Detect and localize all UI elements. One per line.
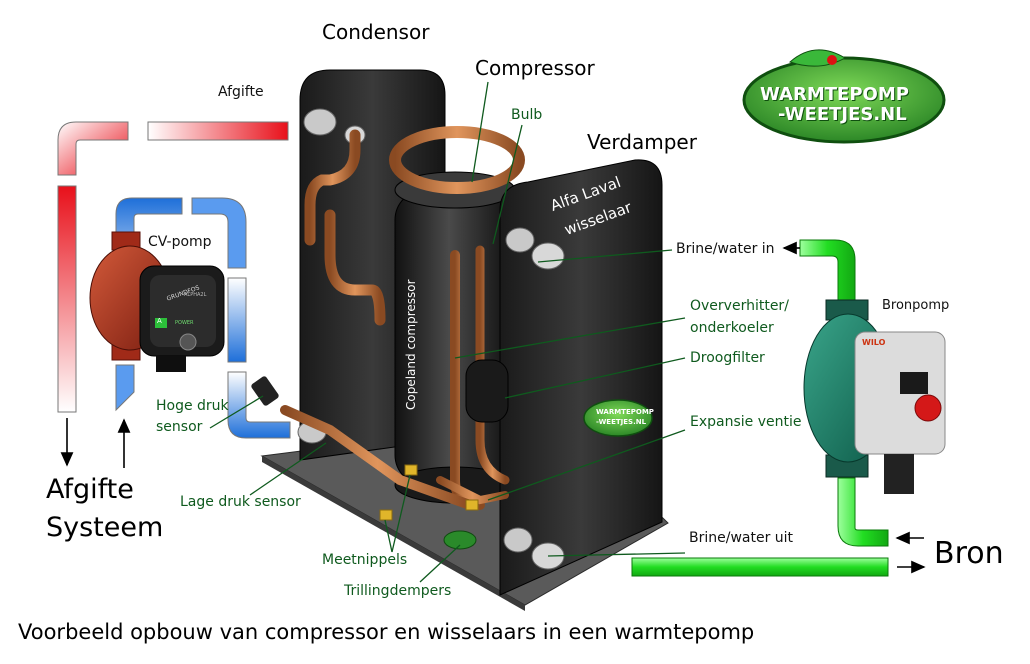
verdamper-unit [499,159,663,596]
bron-pump [803,299,946,494]
leader-lines [209,81,686,583]
brine-pipe-down [837,477,889,547]
verdamper-port-top-right [531,242,565,270]
leader-brine-in [537,249,673,263]
bron-pump-knob-icon [914,394,942,422]
small-logo-text-line1: WARMTEPOMP [596,408,654,416]
warmtepomp-weetjes-logo [742,49,946,144]
cold-pipe-bottom [227,371,291,439]
verdamper-port-bottom-left [503,527,533,553]
label-hoge-druk-1: Hoge druk [156,398,229,414]
brine-out-pipe [631,557,889,577]
cold-pipe-top-right [191,197,247,269]
label-bron: Bron [934,536,1004,571]
hot-pipe-down [57,185,77,413]
label-brine-in: Brine/water in [676,241,775,257]
hoge-druk-sensor-body [251,376,279,406]
small-logo-text-line2: -WEETJES.NL [596,418,647,426]
cold-pipe-return [115,364,135,412]
bron-pump-display [900,372,928,394]
label-trillingdempers: Trillingdempers [344,583,452,599]
label-hoge-druk-2: sensor [156,419,203,435]
trillingdemper [443,530,477,550]
cv-pump-button-icon [179,333,197,351]
label-droogfilter: Droogfilter [690,350,765,366]
label-lage-druk: Lage druk sensor [180,494,301,510]
leader-lage-druk [249,442,327,496]
meetnippel-2 [379,509,393,521]
leader-meetnippel-2 [384,519,393,553]
label-afgifte-top: Afgifte [218,84,264,100]
cv-pump [89,231,225,372]
cv-pump-model: ALPHA2L [184,292,207,298]
label-brine-uit: Brine/water uit [689,530,794,546]
droogfilter-canister [465,359,509,423]
afgifte-circuit-hot [57,121,289,467]
label-compressor: Compressor [475,56,595,80]
leader-meetnippel-1 [391,474,411,553]
small-logo-badge [583,399,653,437]
leader-trillingdempers [419,544,461,583]
label-afgifte-systeem-1: Afgifte [46,474,134,505]
logo-ladybug-icon [827,55,837,65]
label-condensor: Condensor [322,20,430,44]
cv-pump-mode-led [155,318,167,328]
cv-pump-mode: A [157,317,162,325]
label-verdamper: Verdamper [587,130,697,154]
condensor-port-top-left [303,108,337,136]
verdamper-panel [499,159,663,596]
leader-brine-uit [547,552,686,557]
label-afgifte-systeem-2: Systeem [46,512,164,543]
leader-oververhitter [454,317,686,359]
label-copeland: Copeland compressor [404,279,418,410]
logo-text-line1: WARMTEPOMP [760,84,909,105]
hot-pipe-top [147,121,289,141]
label-oververhitter-2: onderkoeler [690,320,774,336]
bron-pump-foot [884,454,914,494]
leader-bulb [492,124,523,245]
label-expansie: Expansie ventiel [690,414,802,430]
bron-pump-brand: WILO [862,338,886,347]
cv-pump-face [150,275,216,347]
label-cv-pomp: CV-pomp [148,234,212,250]
label-bulb: Bulb [511,107,543,123]
brine-in-pipe [799,239,856,301]
label-bronpomp: Bronpomp [882,298,950,313]
base-plate-edge [262,456,525,611]
cold-pipe-mid [227,277,247,363]
evaporator-line [475,245,510,485]
compressor-suction-loop [389,126,525,194]
label-oververhitter-1: Oververhitter/ [690,298,789,314]
meetnippel-1 [404,464,418,476]
leader-droogfilter [504,357,686,399]
meetnippel-3 [465,499,479,511]
leader-hoge-druk [209,395,264,429]
bottom-manifold [280,405,475,510]
label-meetnippels: Meetnippels [322,552,408,568]
logo-text-line2: -WEETJES.NL [778,104,907,125]
diagram-caption: Voorbeeld opbouw van compressor en wisse… [18,620,755,644]
verdamper-port-top-left [505,227,535,253]
brine-circuit [631,239,926,577]
discharge-line [304,129,361,246]
leader-expansie [487,429,686,501]
cv-pump-power: POWER [175,320,194,326]
hot-pipe-corner [57,121,129,176]
cv-pump-foot [156,356,186,372]
leader-compressor [471,81,489,183]
